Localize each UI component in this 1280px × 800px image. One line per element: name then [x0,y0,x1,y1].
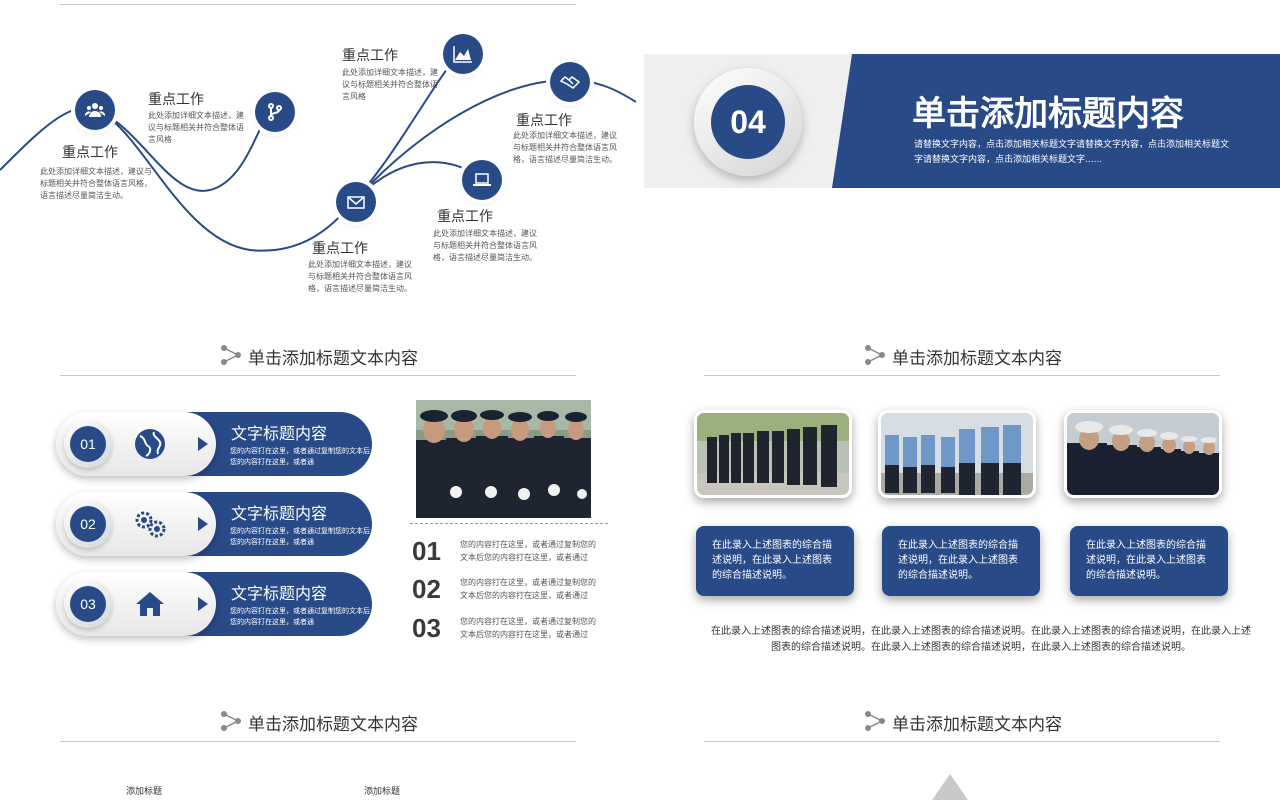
header-divider [60,375,576,376]
item-desc: 此处添加详细文本描述，建议与标题相关并符合整体语言风格，语言描述尽量简洁生动。 [40,167,152,200]
item-desc: 此处添加详细文本描述，建议与标题相关并符合整体语言风格 [342,68,438,101]
label-title: 添加标题 [126,787,163,797]
section-number: 04 [711,85,785,159]
nodes-icon [865,345,885,365]
list-number: 01 [412,536,441,566]
desc-card[interactable]: 在此录入上述图表的综合描述说明，在此录入上述图表的综合描述说明。 [882,526,1040,596]
pill-arrow [198,517,208,531]
gears-icon [135,511,166,538]
list-desc: 您的内容打在这里，或者通过复制您的文本后您的内容打在这里，或者通过 [460,617,596,639]
pill-number: 03 [70,586,106,622]
item-desc: 此处添加详细文本描述，建议与标题相关并符合整体语言风格，语言描述尽量简洁生动。 [433,229,537,262]
list-desc: 您的内容打在这里，或者通过复制您的文本后您的内容打在这里，或者通过 [460,540,596,562]
divider-line [60,4,576,5]
card-text: 在此录入上述图表的综合描述说明，在此录入上述图表的综合描述说明。 [712,540,832,581]
header-divider [60,741,576,742]
item-desc: 此处添加详细文本描述，建议与标题相关并符合整体语言风格，语言描述尽量简洁生动。 [308,260,412,293]
item-title: 重点工作 [437,209,493,225]
item-title: 重点工作 [516,113,572,129]
item-title: 重点工作 [62,145,118,161]
laptop-icon [473,173,491,186]
pill-title: 文字标题内容 [231,504,328,523]
card-text: 在此录入上述图表的综合描述说明，在此录入上述图表的综合描述说明。 [1086,540,1206,581]
pill-title: 文字标题内容 [231,584,328,603]
list-desc: 您的内容打在这里，或者通过复制您的文本后您的内容打在这里，或者通过 [460,578,596,600]
pill-number-badge: 02 [64,500,112,548]
desc-card[interactable]: 在此录入上述图表的综合描述说明，在此录入上述图表的综合描述说明。 [1070,526,1228,596]
slide-bottom-left[interactable]: 单击添加标题文本内容 添加标题 添加标题 [0,692,636,800]
slide-pill-list[interactable]: 单击添加标题文本内容 01 文字标题内容 您的内容打在这里，或者通过复制您的文本… [0,326,636,684]
header-title[interactable]: 单击添加标题文本内容 [248,715,418,735]
pill-number: 01 [70,426,106,462]
police-photo-2 [878,410,1036,498]
pill-number-badge: 03 [64,580,112,628]
people-icon-node[interactable] [75,90,115,130]
section-desc[interactable]: 请替换文字内容，点击添加相关标题文字请替换文字内容，点击添加相关标题文字请替换文… [914,140,1230,165]
handshake-icon [560,76,580,89]
slide-wave-timeline[interactable]: 重点工作 此处添加详细文本描述，建议与标题相关并符合整体语言风格，语言描述尽量简… [0,0,636,318]
police-photo [416,400,591,518]
section-title[interactable]: 单击添加标题内容 [912,94,1184,134]
pill-desc: 您的内容打在这里，或者通过复制您的文本后您的内容打在这里，或者通 [230,447,370,466]
footer-desc[interactable]: 在此录入上述图表的综合描述说明，在此录入上述图表的综合描述说明。在此录入上述图表… [711,626,1251,653]
pill-number: 02 [70,506,106,542]
mail-icon-node[interactable] [336,182,376,222]
item-desc: 此处添加详细文本描述，建议与标题相关并符合整体语言风格 [148,111,244,144]
pill-item[interactable]: 02 文字标题内容 您的内容打在这里，或者通过复制您的文本后您的内容打在这里，或… [56,492,372,556]
item-title: 重点工作 [342,48,398,64]
people-icon [85,103,105,117]
card-text: 在此录入上述图表的综合描述说明，在此录入上述图表的综合描述说明。 [898,540,1018,581]
item-title: 重点工作 [312,241,368,257]
nodes-icon [865,711,885,731]
slide-photo-cards[interactable]: 单击添加标题文本内容 在此录入上述图表的综合描述说明，在此录入上述图表的综合描述… [644,326,1280,684]
header-divider [704,375,1220,376]
pill-item[interactable]: 03 文字标题内容 您的内容打在这里，或者通过复制您的文本后您的内容打在这里，或… [56,572,372,636]
item-title: 重点工作 [148,92,204,108]
slide-bottom-right[interactable]: 单击添加标题文本内容 [644,692,1280,800]
list-number: 02 [412,574,441,604]
chart-icon-node[interactable] [443,34,483,74]
slide-header: 单击添加标题文本内容 [704,336,1220,376]
pill-arrow [198,597,208,611]
pill-title: 文字标题内容 [231,424,328,443]
globe-icon [135,429,165,459]
desc-card[interactable]: 在此录入上述图表的综合描述说明，在此录入上述图表的综合描述说明。 [696,526,854,596]
pill-number-badge: 01 [64,420,112,468]
triangle-shape [932,774,968,800]
slide-header: 单击添加标题文本内容 [704,702,1220,742]
slide-header: 单击添加标题文本内容 [60,702,576,742]
home-icon [136,592,164,616]
handshake-icon-node[interactable] [550,62,590,102]
dashed-divider [410,523,608,524]
pill-arrow [198,437,208,451]
item-desc: 此处添加详细文本描述，建议与标题相关并符合整体语言风格，语言描述尽量简洁生动。 [513,131,617,164]
pill-desc: 您的内容打在这里，或者通过复制您的文本后您的内容打在这里，或者通 [230,527,370,546]
blue-band [832,54,1280,188]
list-number: 03 [412,613,441,643]
header-title[interactable]: 单击添加标题文本内容 [892,349,1062,369]
police-photo-3 [1064,410,1222,498]
pill-item[interactable]: 01 文字标题内容 您的内容打在这里，或者通过复制您的文本后您的内容打在这里，或… [56,412,372,476]
chart-icon [453,46,472,63]
mail-icon [347,196,365,209]
slide-gap [636,0,644,800]
pill-desc: 您的内容打在这里，或者通过复制您的文本后您的内容打在这里，或者通 [230,607,370,626]
branch-icon [268,103,282,121]
branch-icon-node[interactable] [255,92,295,132]
nodes-icon [221,345,241,365]
slide-header: 单击添加标题文本内容 [60,336,576,376]
label-title: 添加标题 [364,787,401,797]
nodes-icon [221,711,241,731]
police-photo-1 [694,410,852,498]
laptop-icon-node[interactable] [462,160,502,200]
header-title[interactable]: 单击添加标题文本内容 [892,715,1062,735]
header-divider [704,741,1220,742]
header-title[interactable]: 单击添加标题文本内容 [248,349,418,369]
slide-section-04[interactable]: 04 单击添加标题内容 请替换文字内容，点击添加相关标题文字请替换文字内容，点击… [644,0,1280,318]
